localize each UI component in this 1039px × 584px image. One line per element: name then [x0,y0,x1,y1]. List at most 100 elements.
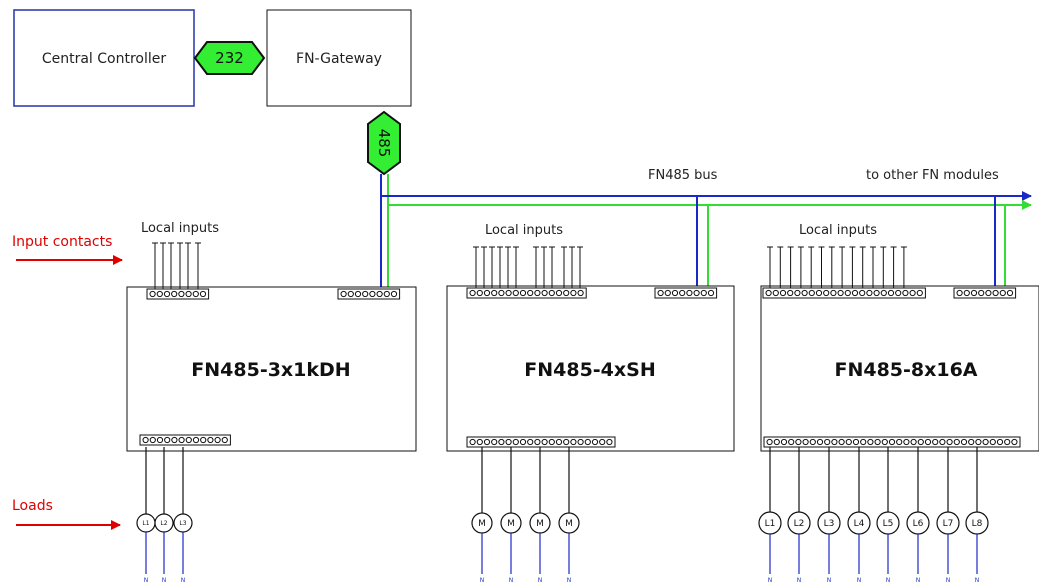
module-3-output-terminal-pin [946,438,953,446]
bus-link-label: 485 [375,129,393,158]
module-3-output-terminal-pin [860,438,867,446]
module-2-output-terminal-pin [491,438,498,446]
module-2-load-neutral-label: N [480,577,485,584]
module-2-input-terminal-pin [555,289,563,297]
module-3-load-label: L6 [913,519,924,529]
module-1-input-terminal-pin [171,290,178,298]
module-2-bus-terminal-pin [657,289,664,297]
module-3-output-terminal-pin [845,438,852,446]
module-3-output-terminal-pin [1004,438,1011,446]
module-3-output-terminal-pin [881,438,888,446]
module-3-output-terminal-pin [780,438,788,446]
module-2-input-terminal-pin [476,289,483,297]
module-2-input-terminal-pin [491,289,498,297]
module-3-output-terminal-pin [903,438,910,446]
module-1-output-terminal-pin [164,436,171,444]
module-3-input-terminal-pin [787,289,794,297]
terminals-and-loads: L1NL2NL3NMNMNMNMNL1NL2NL3NL4NL5NL6NL7NL8… [136,242,1021,584]
module-3-output-terminal-pin [802,438,809,446]
module-3-load-neutral-label: N [768,577,773,584]
module-1-bus-terminal-pin [376,290,383,298]
module-2-input-terminal-pin [577,289,584,297]
module-1-load-neutral-label: N [144,577,149,584]
input-contacts-indicator: Input contacts [12,234,123,265]
loads-label: Loads [12,498,53,514]
module-2-input-terminal-pin [469,289,476,297]
module-1-bus-terminal-pin [340,290,347,298]
module-1-output-terminal-pin [178,436,185,444]
module-1-input-terminal-pin [163,290,171,298]
module-1-input-terminal-pin [192,290,199,298]
module-3-output-terminal-pin [867,438,874,446]
module-1-local-inputs-label: Local inputs [141,221,219,236]
module-3-output-terminal-pin [852,438,860,446]
module-2-output-terminal-pin [483,438,491,446]
module-2-output-terminal-pin [498,438,505,446]
module-2-output-terminal-pin [505,438,512,446]
module-1-bus-terminal-pin [390,290,398,298]
module-3-output-terminal-pin [888,438,896,446]
module-3-output-terminal-pin [989,438,996,446]
module-3-output-terminal-pin [968,438,975,446]
module-3-output-terminal-pin [996,438,1004,446]
module-3-input-terminal-pin [815,289,823,297]
module-1-output-terminal-pin [221,436,228,444]
module-2-output-terminal-pin [476,438,483,446]
module-2-title: FN485-4xSH [524,359,656,381]
loads-indicator: Loads [12,498,121,530]
module-1-output-terminal-pin [200,436,207,444]
module-3-input-terminal-pin [873,289,880,297]
module-3-load-label: L3 [824,519,835,529]
module-1-load-label: L1 [142,520,149,527]
module-3-load-label: L7 [943,519,954,529]
module-3-output-terminal-pin [960,438,968,446]
module-3-output-terminal-pin [924,438,932,446]
module-2-input-terminal-pin [534,289,541,297]
module-2-load-label: M [507,519,515,529]
module-3-bus-terminal-pin [956,289,963,297]
module-3-input-terminal-pin [772,289,779,297]
module-1-bus-terminal-pin [354,290,362,298]
module-3-load-neutral-label: N [827,577,832,584]
module-2-load-neutral-label: N [538,577,543,584]
module-3-title: FN485-8x16A [834,359,977,381]
module-3-output-terminal-pin [1011,438,1018,446]
module-1-output-terminal-pin [142,436,149,444]
serial-link-label: 232 [215,49,244,67]
module-2-input-terminal [466,287,587,299]
module-2-output-terminal-pin [563,438,570,446]
module-1-input-terminal [146,288,210,300]
module-3-bus-terminal-pin [970,289,978,297]
module-2-input-terminal-pin [541,289,548,297]
module-1-output-terminal [139,434,231,446]
module-1-load-label: L2 [160,520,167,527]
bus-link-485: 485 [367,110,401,176]
module-3-input-terminal-pin [880,289,887,297]
module-3-input-terminal-pin [801,289,808,297]
module-3-bus-terminal-pin [1006,289,1014,297]
module-2-output-terminal-pin [512,438,519,446]
module-3-output-terminal-pin [975,438,982,446]
module-1: FN485-3x1kDH [126,286,417,452]
module-2-output-terminal-pin [469,438,476,446]
module-1-input-terminal-pin [178,290,185,298]
module-3-input-terminal [762,287,926,299]
module-3-output-terminal-pin [939,438,946,446]
module-3-load-neutral-label: N [975,577,980,584]
module-3-output-terminal-pin [874,438,881,446]
module-3-input-terminal-pin [794,289,801,297]
module-3-load-label: L2 [794,519,805,529]
module-1-output-terminal-pin [207,436,214,444]
module-2-load-neutral-label: N [567,577,572,584]
module-2-bus-terminal [654,287,718,299]
module-3-input-terminal-pin [851,289,859,297]
central-controller-label: Central Controller [42,51,167,67]
module-3-output-terminal-pin [838,438,845,446]
module-2-output-terminal-pin [606,438,613,446]
module-2-output-terminal-pin [541,438,548,446]
module-2-input-terminal-pin [498,289,505,297]
module-3-bus-terminal-pin [985,289,992,297]
module-2-output-terminal-pin [527,438,534,446]
bus-label: FN485 bus [648,168,718,183]
